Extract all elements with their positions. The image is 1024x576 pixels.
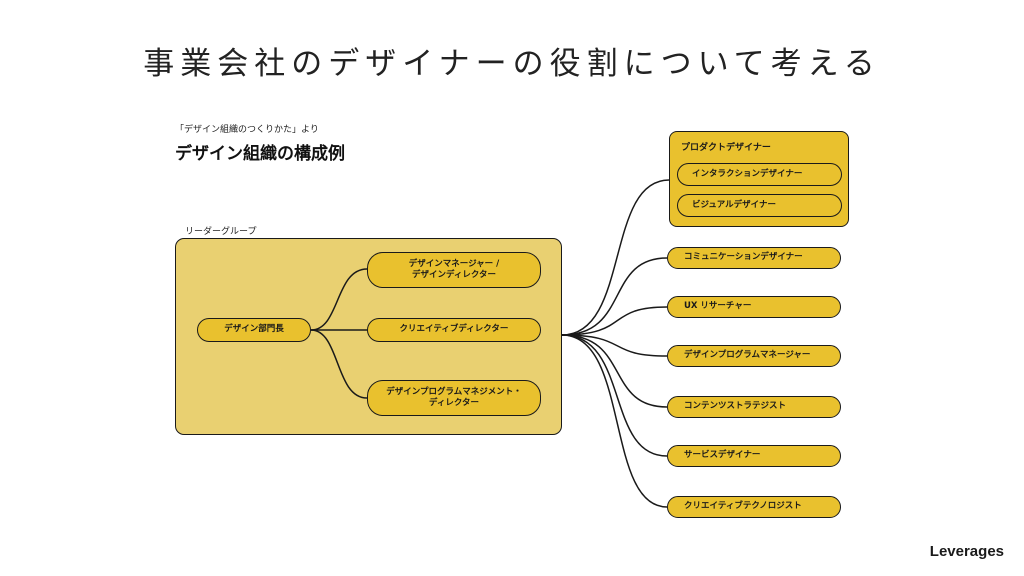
- role-6-label: クリエイティブテクノロジスト: [684, 501, 802, 512]
- connector-product-group: [561, 179, 670, 336]
- brand-logo: Leverages: [929, 543, 1004, 560]
- connector-role-2: [561, 306, 668, 336]
- role-4-label: コンテンツストラテジスト: [684, 401, 787, 412]
- role-node-1: コミュニケーションデザイナー: [667, 247, 841, 269]
- connector-role-6: [561, 334, 668, 508]
- connector-head-director-1: [310, 268, 368, 331]
- source-note: 「デザイン組織のつくりかた」より: [175, 125, 319, 135]
- role-node-4: コンテンツストラテジスト: [667, 396, 841, 418]
- director-node-3: デザインプログラムマネジメント・ ディレクター: [367, 380, 541, 416]
- role-node-2: UX リサーチャー: [667, 296, 841, 318]
- connector-head-director-3: [310, 329, 368, 399]
- role-node-5: サービスデザイナー: [667, 445, 841, 467]
- product-item-1: インタラクションデザイナー: [677, 163, 842, 186]
- role-3-label: デザインプログラムマネージャー: [684, 350, 811, 361]
- leader-group-label: リーダーグループ: [185, 227, 257, 237]
- connector-role-3: [561, 334, 668, 357]
- product-item-2-label: ビジュアルデザイナー: [692, 199, 776, 210]
- design-head-label: デザイン部門長: [224, 324, 284, 335]
- director-3-line2: ディレクター: [428, 398, 480, 408]
- director-2-line1: クリエイティブディレクター: [399, 324, 509, 335]
- director-1-line1: デザインマネージャー /: [408, 258, 500, 269]
- page-title: 事業会社のデザイナーの役割について考える: [143, 46, 881, 82]
- connector-role-1: [561, 257, 668, 336]
- role-node-3: デザインプログラムマネージャー: [667, 345, 841, 367]
- design-head-node: デザイン部門長: [197, 318, 311, 342]
- role-2-label: UX リサーチャー: [684, 301, 752, 312]
- director-3-line1: デザインプログラムマネジメント・: [386, 386, 522, 397]
- director-1-line2: デザインディレクター: [411, 270, 497, 280]
- product-designer-group-label: プロダクトデザイナー: [681, 143, 771, 153]
- director-node-1: デザインマネージャー / デザインディレクター: [367, 252, 541, 288]
- role-5-label: サービスデザイナー: [684, 450, 761, 461]
- diagram-subtitle: デザイン組織の構成例: [175, 144, 345, 164]
- product-item-2: ビジュアルデザイナー: [677, 194, 842, 217]
- role-1-label: コミュニケーションデザイナー: [684, 252, 803, 263]
- role-node-6: クリエイティブテクノロジスト: [667, 496, 841, 518]
- product-item-1-label: インタラクションデザイナー: [692, 168, 803, 179]
- connector-role-4: [561, 334, 668, 408]
- connector-role-5: [561, 334, 668, 457]
- director-node-2: クリエイティブディレクター: [367, 318, 541, 342]
